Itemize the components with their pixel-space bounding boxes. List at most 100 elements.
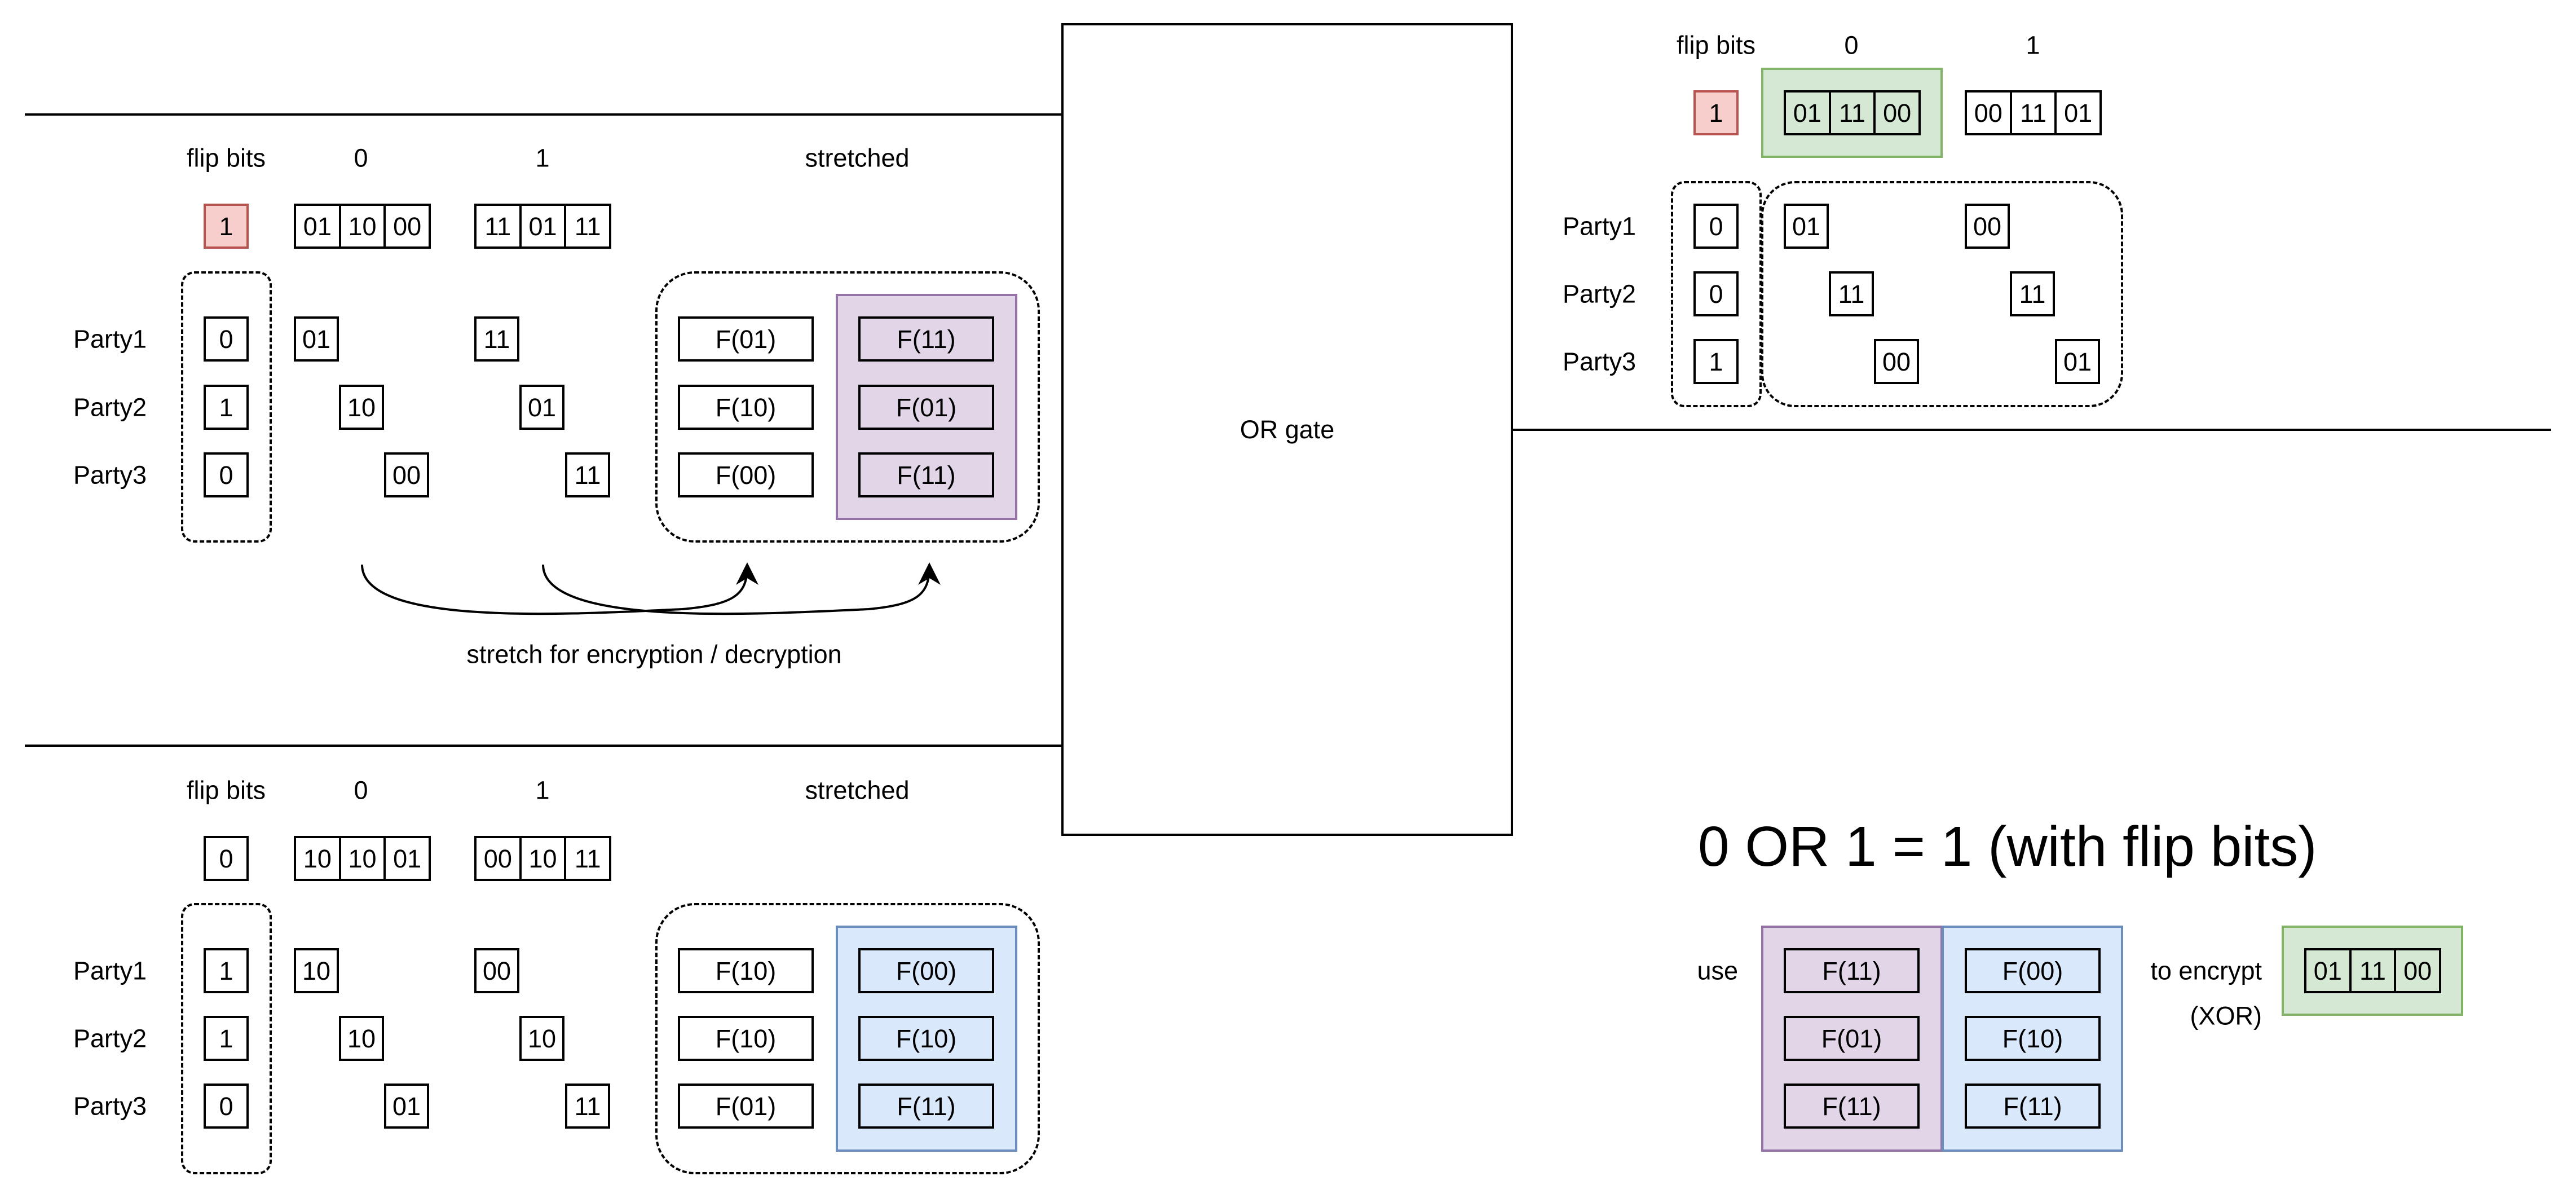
bottom-party1-flip: 1 — [204, 948, 249, 993]
top-flip-bit: 1 — [204, 204, 249, 249]
or-gate-label: OR gate — [1240, 415, 1335, 444]
output-flip-bit: 1 — [1693, 90, 1739, 135]
bottom-party1-key0: 10 — [294, 948, 339, 993]
bottom-stretched-group — [655, 903, 1040, 1174]
summary-col-b-3: F(11) — [1965, 1084, 2101, 1129]
key-cell: 11 — [2012, 93, 2057, 133]
or-gate-box: OR gate — [1061, 23, 1513, 836]
output-party3-flip: 1 — [1693, 339, 1739, 384]
summary-col-a-3: F(11) — [1784, 1084, 1920, 1129]
top-stretched0-p3: F(00) — [678, 452, 814, 497]
output-col1-header: 1 — [2026, 30, 2040, 60]
key-cell: 01 — [296, 206, 341, 246]
stretch-arrow-0 — [361, 562, 758, 615]
key-cell: 00 — [393, 212, 422, 241]
bottom-stretched0-p3: F(01) — [678, 1084, 814, 1129]
top-party1-key0: 01 — [294, 316, 339, 362]
key-cell: 11 — [477, 206, 522, 246]
output-party3-key0: 00 — [1874, 339, 1919, 384]
key-cell: 11 — [2352, 950, 2397, 991]
key-cell: 11 — [574, 844, 601, 873]
output-party1-key0: 01 — [1784, 204, 1829, 249]
output-flip-bits-header: flip bits — [1676, 30, 1756, 60]
stretch-arrow-1 — [542, 562, 941, 615]
stretch-caption: stretch for encryption / decryption — [466, 640, 842, 669]
output-party2-key0: 11 — [1829, 271, 1874, 316]
summary-xor-label: (XOR) — [2190, 1001, 2262, 1030]
top-party2-label: Party2 — [73, 393, 147, 422]
output-col0-header: 0 — [1844, 30, 1859, 60]
output-party2-label: Party2 — [1563, 279, 1637, 309]
top-col0-header: 0 — [354, 143, 368, 173]
summary-target-key: 01 11 00 — [2304, 948, 2441, 993]
bottom-party3-key1: 11 — [565, 1084, 610, 1129]
bottom-stretched0-p1: F(10) — [678, 948, 814, 993]
bottom-stretched0-p2: F(10) — [678, 1016, 814, 1061]
top-stretched1-p3: F(11) — [858, 452, 994, 497]
top-party1-label: Party1 — [73, 324, 147, 354]
bottom-party3-label: Party3 — [73, 1091, 147, 1121]
key-cell: 01 — [2306, 950, 2352, 991]
key-cell: 10 — [296, 838, 341, 879]
key-cell: 10 — [341, 206, 386, 246]
bottom-party3-key0: 01 — [384, 1084, 429, 1129]
output-party1-label: Party1 — [1563, 212, 1637, 241]
key-cell: 01 — [2064, 98, 2093, 127]
top-party3-key1: 11 — [565, 452, 610, 497]
summary-use-label: use — [1697, 956, 1738, 985]
bottom-flip-bits-header: flip bits — [186, 776, 266, 805]
summary-col-b-1: F(00) — [1965, 948, 2101, 993]
top-party3-flip: 0 — [204, 452, 249, 497]
bottom-party2-label: Party2 — [73, 1024, 147, 1053]
key-cell: 00 — [2403, 956, 2432, 985]
summary-equation: 0 OR 1 = 1 (with flip bits) — [1698, 815, 2317, 878]
top-stretched1-p2: F(01) — [858, 385, 994, 430]
top-party2-key1: 01 — [519, 385, 564, 430]
top-key0: 01 10 00 — [294, 204, 431, 249]
key-cell: 00 — [477, 838, 522, 879]
output-keys-group — [1761, 181, 2123, 407]
bottom-party3-flip: 0 — [204, 1084, 249, 1129]
key-cell: 10 — [341, 838, 386, 879]
top-stretched1-p1: F(11) — [858, 316, 994, 362]
output-party1-key1: 00 — [1965, 204, 2010, 249]
output-party3-key1: 01 — [2055, 339, 2100, 384]
top-stretched-group — [655, 271, 1040, 543]
bottom-party1-key1: 00 — [474, 948, 519, 993]
summary-col-a-2: F(01) — [1784, 1016, 1920, 1061]
bottom-flip-group — [181, 903, 272, 1174]
top-flip-bits-header: flip bits — [186, 143, 266, 173]
key-cell: 00 — [1967, 93, 2012, 133]
bottom-party2-key1: 10 — [519, 1016, 564, 1061]
summary-col-b-2: F(10) — [1965, 1016, 2101, 1061]
top-party3-key0: 00 — [384, 452, 429, 497]
top-key1: 11 01 11 — [474, 204, 611, 249]
top-party1-key1: 11 — [474, 316, 519, 362]
top-stretched-header: stretched — [805, 143, 910, 173]
bottom-stretched-header: stretched — [805, 776, 910, 805]
output-party1-flip: 0 — [1693, 204, 1739, 249]
top-party3-label: Party3 — [73, 460, 147, 490]
key-cell: 11 — [1831, 93, 1876, 133]
key-cell: 01 — [393, 844, 422, 873]
output-party3-label: Party3 — [1563, 347, 1637, 376]
output-flip-group — [1671, 181, 1762, 407]
key-cell: 10 — [522, 838, 567, 879]
bottom-stretched1-p1: F(00) — [858, 948, 994, 993]
output-key1: 00 11 01 — [1965, 90, 2102, 135]
bottom-party1-label: Party1 — [73, 956, 147, 985]
bottom-stretched1-p3: F(11) — [858, 1084, 994, 1129]
key-cell: 11 — [574, 212, 601, 241]
top-stretched0-p2: F(10) — [678, 385, 814, 430]
top-party2-key0: 10 — [339, 385, 384, 430]
bottom-party2-flip: 1 — [204, 1016, 249, 1061]
bottom-key0: 10 10 01 — [294, 836, 431, 881]
top-col1-header: 1 — [535, 143, 550, 173]
top-party2-flip: 1 — [204, 385, 249, 430]
bottom-party2-key0: 10 — [339, 1016, 384, 1061]
bottom-stretched1-p2: F(10) — [858, 1016, 994, 1061]
output-party2-key1: 11 — [2010, 271, 2055, 316]
summary-col-a-1: F(11) — [1784, 948, 1920, 993]
